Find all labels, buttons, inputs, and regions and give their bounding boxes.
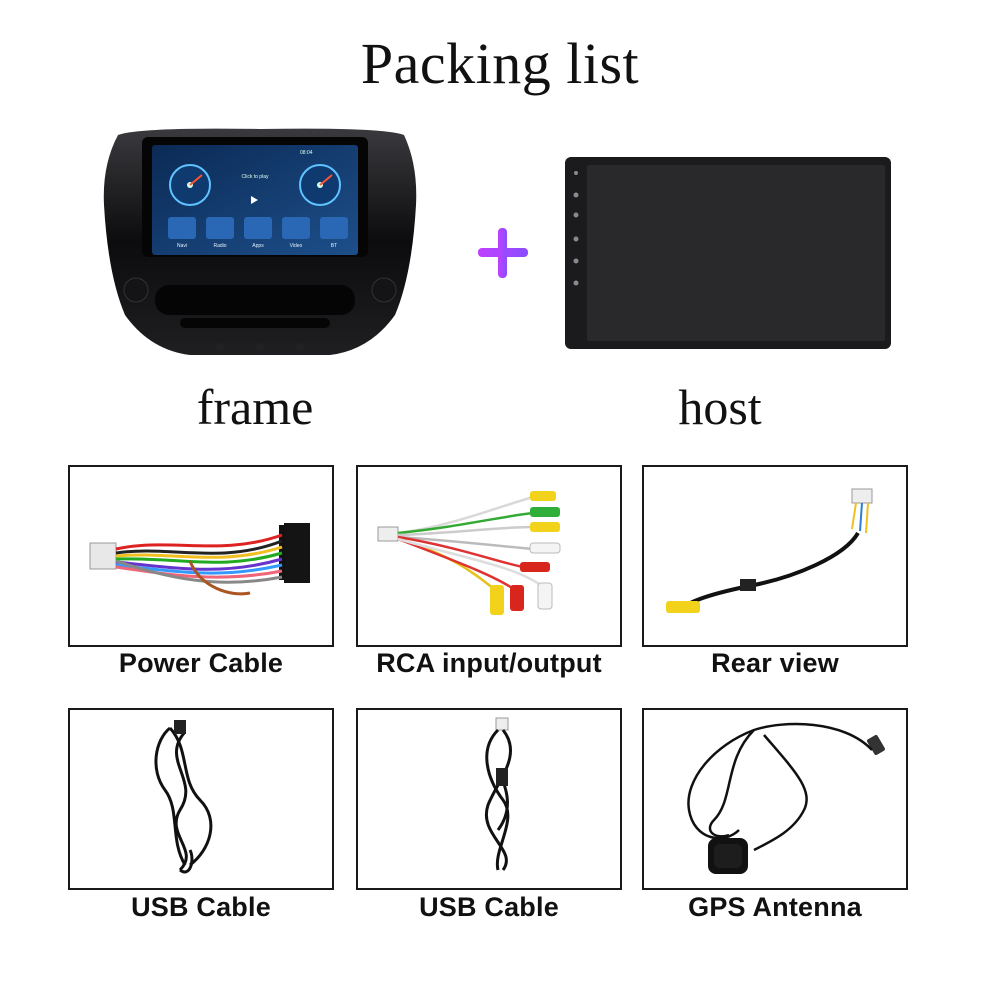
power-cable-box — [68, 465, 334, 647]
item-label-usb-cable-1: USB Cable — [131, 892, 271, 922]
usb-cable-box-2 — [356, 708, 622, 890]
frame-app-label: Video — [290, 243, 303, 249]
frame-screen-prompt: Click to play — [242, 174, 269, 180]
usb-cable-2-illustration — [484, 717, 512, 871]
frame-app-label: Radio — [213, 243, 226, 249]
plus-icon — [478, 228, 528, 278]
frame-app-label: BT — [331, 243, 337, 249]
frame-label: frame — [196, 379, 314, 435]
usb-cable-illustration — [154, 720, 213, 874]
frame-app-tile — [168, 217, 196, 239]
frame-app-label: Apps — [252, 243, 264, 249]
usb-cable-box-1 — [68, 708, 334, 890]
frame-screen-time: 08:04 — [300, 150, 313, 156]
gps-antenna-box — [642, 708, 908, 890]
power-cable-illustration — [89, 523, 310, 596]
rca-cable-box — [356, 465, 622, 647]
item-label-rear-view: Rear view — [711, 648, 839, 678]
frame-app-tile — [206, 217, 234, 239]
host-label: host — [678, 379, 762, 435]
host-image — [565, 157, 891, 349]
page-title: Packing list — [360, 31, 640, 96]
frame-app-tile — [282, 217, 310, 239]
rca-cable-illustration — [377, 491, 561, 615]
frame-app-tile — [244, 217, 272, 239]
frame-app-label: Navi — [177, 243, 187, 249]
item-label-power-cable: Power Cable — [118, 648, 284, 678]
gps-antenna-illustration — [687, 722, 885, 874]
rear-view-box — [642, 465, 908, 647]
item-label-usb-cable-2: USB Cable — [419, 892, 559, 922]
rear-view-illustration — [666, 488, 873, 613]
frame-app-tile — [320, 217, 348, 239]
item-label-rca: RCA input/output — [376, 648, 602, 678]
item-label-gps-antenna: GPS Antenna — [688, 892, 862, 922]
frame-image: Click to play 08:04 Navi Radio Apps Video BT — [103, 128, 417, 355]
